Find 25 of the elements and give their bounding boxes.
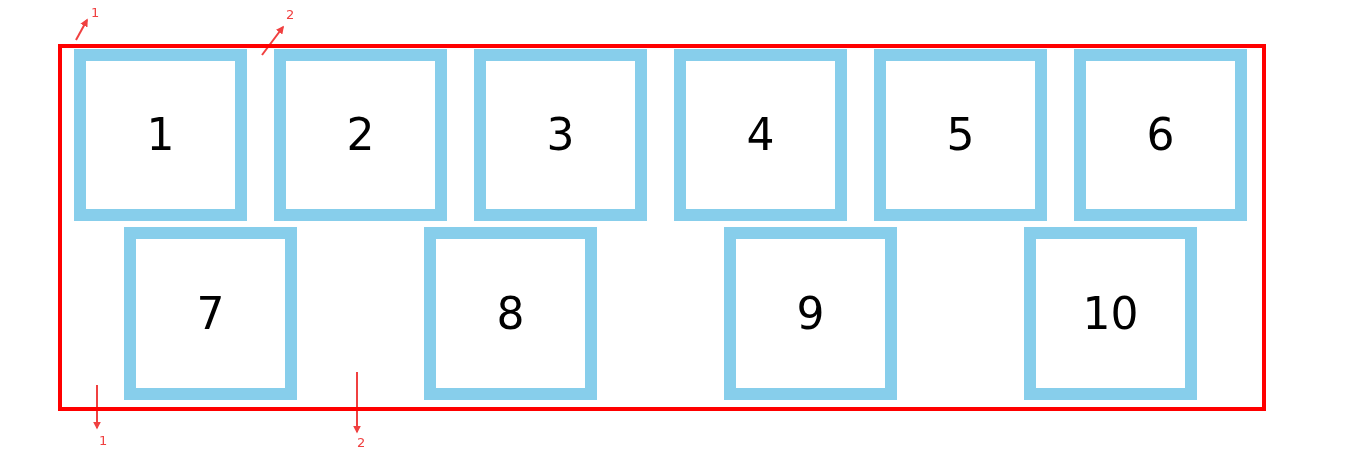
box-number: 8 <box>496 291 525 336</box>
outlined-box <box>674 49 847 221</box>
box-number: 7 <box>196 291 225 336</box>
box-number: 2 <box>346 113 375 157</box>
outlined-box <box>1074 49 1247 221</box>
margin-number: 2 <box>286 8 295 21</box>
box-number: 1 <box>146 113 175 157</box>
outlined-box <box>424 227 597 400</box>
box-number: 6 <box>1146 113 1175 157</box>
outlined-box <box>274 49 447 221</box>
outlined-box <box>74 49 247 221</box>
box-number: 9 <box>796 291 825 336</box>
container-frame <box>58 44 1266 411</box>
margin-number: 2 <box>357 436 366 449</box>
outlined-box <box>1024 227 1197 400</box>
outlined-box <box>874 49 1047 221</box>
outlined-box <box>124 227 297 400</box>
box-number: 3 <box>546 113 575 157</box>
box-number: 10 <box>1082 291 1139 336</box>
outlined-box <box>474 49 647 221</box>
box-number: 4 <box>746 113 775 157</box>
outlined-box <box>724 227 897 400</box>
margin-number: 1 <box>91 6 100 19</box>
margin-number: 1 <box>99 434 108 447</box>
box-number: 5 <box>946 113 975 157</box>
